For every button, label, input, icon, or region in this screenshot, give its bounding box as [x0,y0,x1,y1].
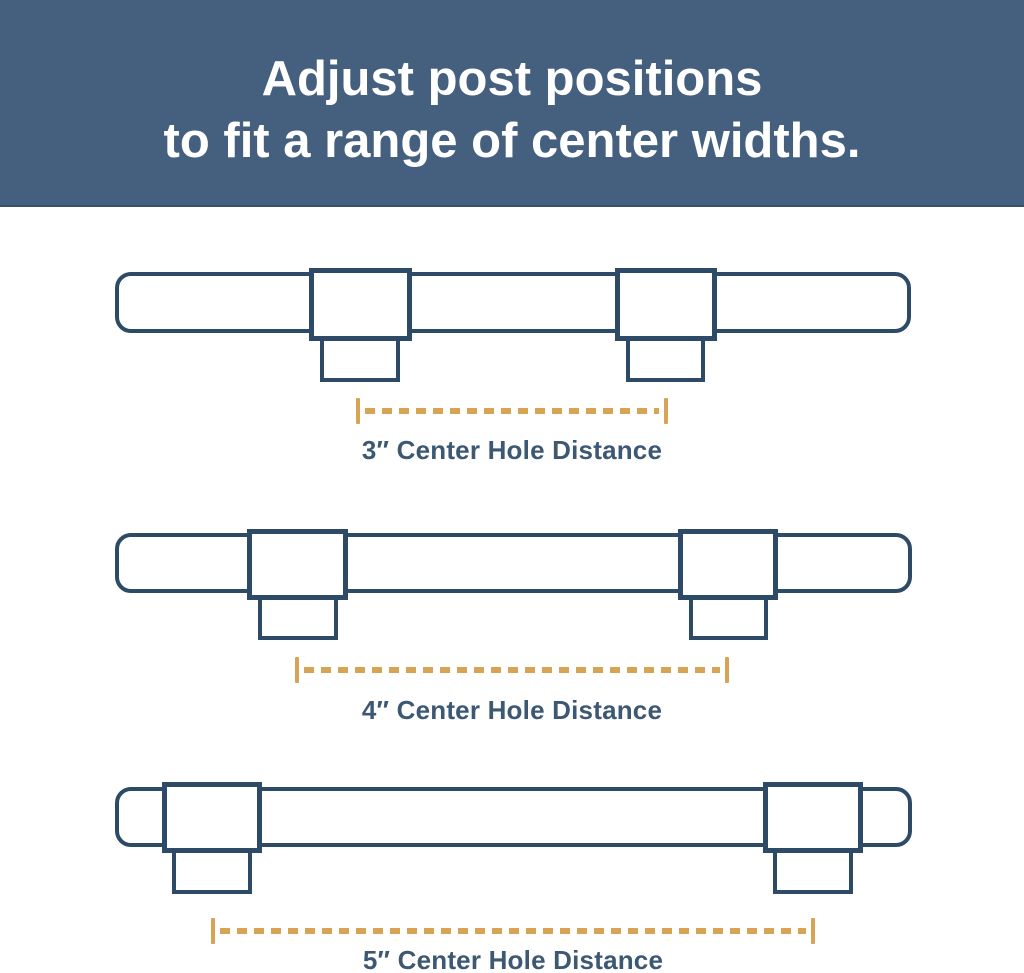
dimension-dashed-line [220,928,806,934]
center-hole-distance-label: 3″ Center Hole Distance [361,435,663,465]
title-line-2: to fit a range of center widths. [163,113,861,168]
center-hole-distance-label: 4″ Center Hole Distance [361,695,663,725]
handle-bar [115,533,912,593]
center-hole-distance-label: 5″ Center Hole Distance [362,945,664,973]
screw-post-left [320,336,400,382]
adjustable-post-right [678,529,778,600]
dimension-dashed-line [365,408,659,414]
dimension-tick-right [811,918,815,944]
screw-post-right [689,595,768,640]
dimension-tick-left [211,918,215,944]
adjustable-post-left [162,782,262,853]
title-line-1: Adjust post positions [261,51,763,106]
screw-post-left [258,595,338,640]
title-banner: Adjust post positions to fit a range of c… [0,0,1024,207]
dimension-tick-right [664,398,668,424]
adjustable-post-right [615,268,717,341]
screw-post-right [773,849,853,894]
page-title: Adjust post positions to fit a range of c… [164,34,861,172]
dimension-dashed-line [304,667,720,673]
adjustable-post-right [763,782,863,853]
handle-bar [115,787,912,847]
adjustable-post-left [247,529,348,600]
screw-post-right [626,336,705,382]
handle-bar [115,272,911,333]
adjustable-post-left [309,268,412,341]
screw-post-left [172,849,252,894]
dimension-tick-left [356,398,360,424]
dimension-tick-right [725,657,729,683]
dimension-tick-left [295,657,299,683]
